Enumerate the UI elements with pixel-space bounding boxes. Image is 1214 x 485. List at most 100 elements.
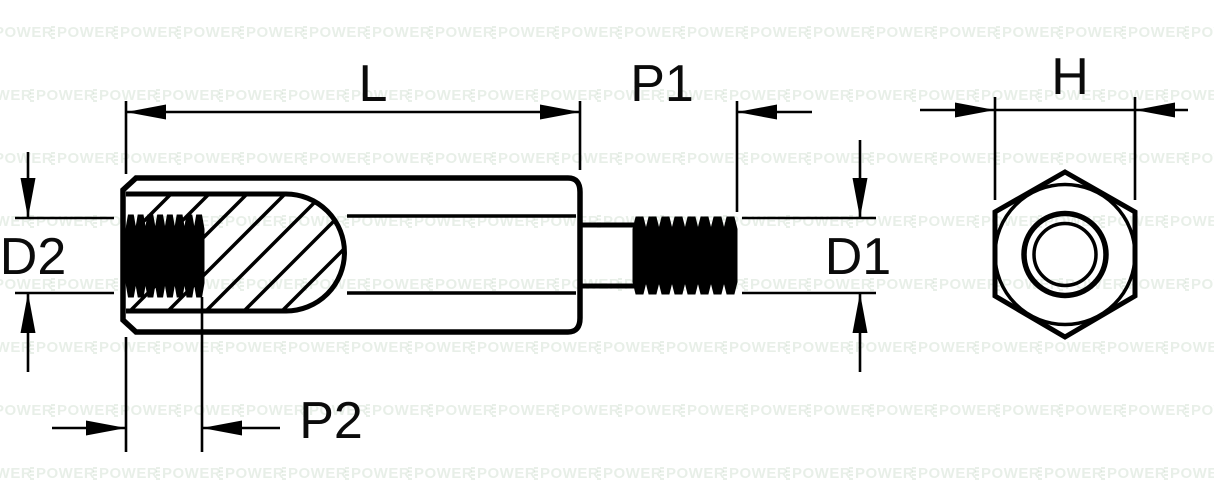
watermark-tile: POWER: [303, 24, 368, 41]
watermark-tile: POWER: [30, 465, 95, 482]
watermark-tile: POWER: [534, 87, 599, 104]
watermark-tile: POWER: [744, 24, 809, 41]
drilled-hole-outline: [126, 191, 347, 314]
watermark-tile: POWER: [1059, 24, 1124, 41]
watermark-tile: POWER: [345, 339, 410, 356]
watermark-tile: POWER: [345, 465, 410, 482]
watermark-tile: POWER: [534, 465, 599, 482]
watermark-tile: POWER: [366, 276, 431, 293]
watermark-tile: POWER: [240, 24, 305, 41]
watermark-tile: POWER: [744, 402, 809, 419]
dim-label-d2: D2: [0, 228, 66, 286]
watermark-tile: POWER: [555, 150, 620, 167]
watermark-tile: POWER: [366, 402, 431, 419]
body-outline: [120, 175, 583, 335]
watermark-tile: POWER: [534, 339, 599, 356]
watermark-tile: POWER: [0, 339, 33, 356]
watermark-tile: POWER: [1185, 402, 1214, 419]
watermark-tile: POWER: [597, 87, 662, 104]
watermark-tile: POWER: [219, 87, 284, 104]
watermark-tile: POWER: [303, 276, 368, 293]
watermark-tile: POWER: [51, 150, 116, 167]
watermark-tile: POWER: [681, 402, 746, 419]
watermark-tile: POWER: [618, 150, 683, 167]
hex-edge-lines: [347, 214, 576, 295]
watermark-tile: POWER: [1185, 276, 1214, 293]
watermark-tile: POWER: [345, 87, 410, 104]
watermark-tile: POWER: [597, 465, 662, 482]
watermark-tile: POWER: [807, 276, 872, 293]
dim-label-length: L: [359, 55, 388, 113]
watermark-tile: POWER: [660, 465, 725, 482]
watermark-tile: POWER: [1185, 150, 1214, 167]
watermark-tile: POWER: [51, 24, 116, 41]
watermark-tile: POWER: [0, 150, 54, 167]
watermark-tile: POWER: [240, 402, 305, 419]
watermark-tile: POWER: [177, 24, 242, 41]
hex-inscribed-circle: [993, 182, 1137, 327]
watermark-tile: POWER: [471, 465, 536, 482]
watermark-tile: POWER: [933, 402, 998, 419]
watermark-tile: POWER: [723, 339, 788, 356]
watermark-tile: POWER: [0, 276, 54, 293]
watermark-tile: POWER: [870, 276, 935, 293]
watermark-tile: POWER: [996, 402, 1061, 419]
watermark-tile: POWER: [1101, 465, 1166, 482]
watermark-tile: POWER: [555, 24, 620, 41]
watermark-tile: POWER: [1038, 465, 1103, 482]
tapped-hole-major-circle: [1021, 210, 1109, 299]
watermark-tile: POWER: [156, 87, 221, 104]
dimension-D1: [742, 140, 876, 372]
watermark-tile: POWER: [870, 150, 935, 167]
watermark-tile: POWER: [471, 339, 536, 356]
watermark-tile: POWER: [114, 402, 179, 419]
watermark-tile: POWER: [282, 339, 347, 356]
watermark-tile: POWER: [975, 339, 1040, 356]
watermark-tile: POWER: [93, 339, 158, 356]
watermark-tile: POWER: [1164, 87, 1214, 104]
watermark-tile: POWER: [1122, 276, 1187, 293]
watermark-tile: POWER: [0, 24, 54, 41]
watermark-tile: POWER: [996, 24, 1061, 41]
watermark-tile: POWER: [408, 339, 473, 356]
watermark-tile: POWER: [471, 87, 536, 104]
dim-label-h: H: [1051, 48, 1089, 106]
watermark-tile: POWER: [912, 213, 977, 230]
watermark-tile: POWER: [807, 402, 872, 419]
dim-label-p1: P1: [630, 55, 694, 113]
watermark-tile: POWER: [681, 24, 746, 41]
watermark-tile: POWER: [1101, 339, 1166, 356]
watermark-tile: POWER: [996, 150, 1061, 167]
watermark-tile: POWER: [555, 402, 620, 419]
watermark-tile: POWER: [177, 150, 242, 167]
watermark-tile: POWER: [1059, 402, 1124, 419]
watermark-tile: POWER: [1185, 24, 1214, 41]
watermark-tile: POWER: [807, 24, 872, 41]
watermark-tile: POWER: [618, 24, 683, 41]
watermark-tile: POWER: [429, 150, 494, 167]
stud-neck: [582, 222, 634, 289]
dimension-D2: [15, 152, 114, 372]
watermark-tile: POWER: [240, 150, 305, 167]
watermark-tile: POWER: [849, 339, 914, 356]
watermark-tile: POWER: [933, 150, 998, 167]
watermark-tile: POWER: [408, 87, 473, 104]
watermark-tile: POWER: [429, 402, 494, 419]
watermark-tile: POWER: [870, 402, 935, 419]
watermark-tile: POWER: [744, 150, 809, 167]
watermark-tile: POWER: [0, 402, 54, 419]
watermark-tile: POWER: [1164, 213, 1214, 230]
watermark-tile: POWER: [1164, 465, 1214, 482]
watermark-tile: POWER: [660, 339, 725, 356]
watermark-tile: POWER: [1038, 339, 1103, 356]
watermark-tile: POWER: [366, 150, 431, 167]
watermark-tile: POWER: [408, 465, 473, 482]
external-thread-stud: [632, 216, 738, 295]
watermark-tile: POWER: [1122, 402, 1187, 419]
watermark-tile: POWER: [1059, 150, 1124, 167]
watermark-tile: POWER: [723, 87, 788, 104]
watermark-tile: POWER: [933, 24, 998, 41]
watermark-tile: POWER: [807, 150, 872, 167]
